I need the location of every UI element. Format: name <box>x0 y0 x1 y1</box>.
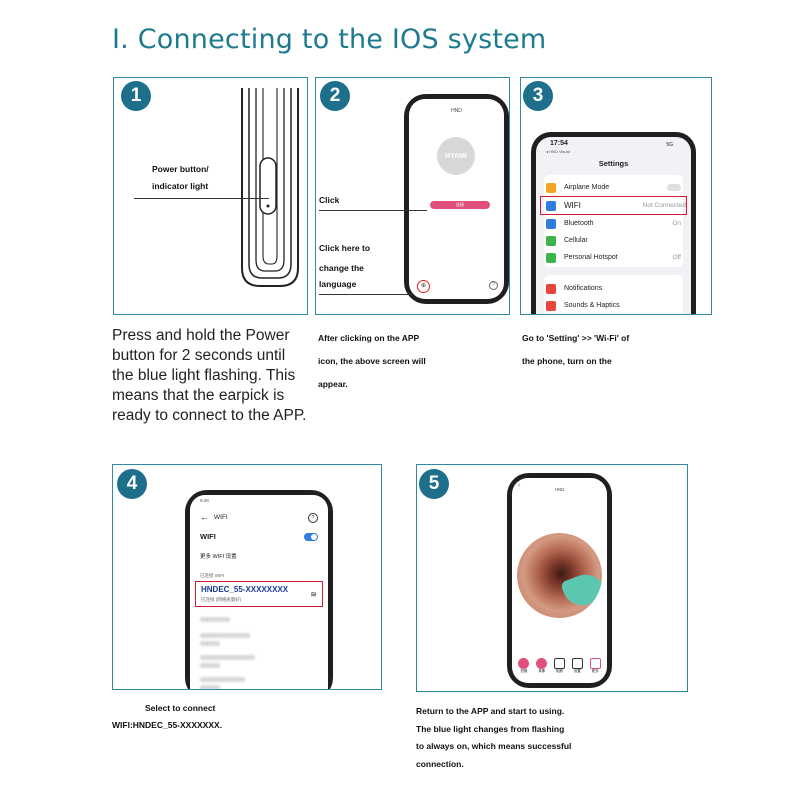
wifi-label: WIFI <box>200 532 216 541</box>
blurred-row <box>200 685 220 689</box>
connect-button[interactable]: 连接 <box>430 201 490 209</box>
back-link[interactable]: ◂ HND Visual <box>546 149 570 154</box>
power-button-label: Power button/ <box>152 164 209 174</box>
app-screen: HND HYAMI 连接 ⊕ ? <box>409 99 504 299</box>
wifi-icon <box>546 200 556 211</box>
help-icon[interactable]: ? <box>489 281 498 290</box>
network-status: 已连接 (网络质量好) <box>201 597 242 602</box>
airplane-icon <box>546 182 556 193</box>
app-name: HND <box>451 108 462 114</box>
step-4-description: Select to connect WIFI:HNDEC_55-XXXXXXX. <box>112 703 223 730</box>
settings-row[interactable]: Sounds & Haptics <box>546 297 681 314</box>
phone-mockup: 9:48 ← WIFI ? WIFI 更多 WIFI 设置 已连接 WIFI H… <box>185 490 333 689</box>
settings-title: Settings <box>598 159 629 168</box>
cellular-icon <box>546 235 556 246</box>
step-1-panel: 1 Power button/ indicator light <box>113 77 308 315</box>
more-wifi-link[interactable]: 更多 WIFI 设置 <box>200 554 237 560</box>
settings-button[interactable]: 设置 <box>571 658 583 674</box>
camera-button[interactable]: 拍照 <box>518 658 530 674</box>
blurred-row <box>200 617 230 622</box>
settings-row[interactable]: Airplane Mode <box>546 179 681 196</box>
earpick-device-illustration <box>241 88 299 287</box>
step-5-panel: 5 ‹ HND 拍照 录像 相册 设置 更多 <box>416 464 688 692</box>
sounds-icon <box>546 300 556 311</box>
blurred-row <box>200 655 255 660</box>
wifi-signal-icon: ≋ <box>310 590 317 599</box>
blurred-row <box>200 677 245 682</box>
hotspot-icon <box>546 252 556 263</box>
settings-group-2 <box>544 275 683 314</box>
settings-row-wifi[interactable]: WIFI Not Connected <box>540 196 687 215</box>
phone-mockup: 17:54 5G ◂ HND Visual Settings Airplane … <box>531 132 696 314</box>
toolbar: 拍照 录像 相册 设置 更多 <box>515 658 604 678</box>
wifi-screen: 9:48 ← WIFI ? WIFI 更多 WIFI 设置 已连接 WIFI H… <box>190 495 328 689</box>
network-row[interactable]: HNDEC_55-XXXXXXXX 已连接 (网络质量好) ≋ <box>195 581 323 607</box>
connected-section-label: 已连接 WIFI <box>200 573 225 578</box>
step-2-panel: 2 HND HYAMI 连接 ⊕ ? Click Click here to c… <box>315 77 510 315</box>
settings-group-1 <box>544 175 683 267</box>
record-button[interactable]: 录像 <box>536 658 548 674</box>
change-the-label: change the <box>319 263 364 273</box>
help-icon[interactable]: ? <box>308 513 318 523</box>
step-2-description: After clicking on the APP icon, the abov… <box>318 333 426 389</box>
ear-camera-view <box>517 533 602 618</box>
settings-screen: 17:54 5G ◂ HND Visual Settings Airplane … <box>536 137 691 314</box>
wifi-header: WIFI <box>214 514 228 521</box>
settings-row[interactable]: Notifications <box>546 280 681 297</box>
pointer-line <box>319 294 414 295</box>
more-button[interactable]: 更多 <box>589 658 601 674</box>
step-badge: 4 <box>117 469 147 499</box>
bluetooth-icon <box>546 218 556 229</box>
album-button[interactable]: 相册 <box>553 658 565 674</box>
page-title: Ⅰ. Connecting to the IOS system <box>112 24 547 55</box>
status-signal: 5G <box>666 142 673 148</box>
blurred-row <box>200 663 220 668</box>
settings-row[interactable]: Personal Hotspot Off <box>546 249 681 266</box>
globe-icon[interactable]: ⊕ <box>417 280 430 293</box>
pointer-line <box>319 210 427 211</box>
notifications-icon <box>546 283 556 294</box>
click-here-label: Click here to <box>319 243 371 253</box>
step-badge: 1 <box>121 81 151 111</box>
toggle-switch[interactable] <box>667 184 681 191</box>
language-label: language <box>319 279 357 289</box>
step-badge: 2 <box>320 81 350 111</box>
settings-row[interactable]: Cellular <box>546 232 681 249</box>
click-label: Click <box>319 195 340 205</box>
back-arrow-icon[interactable]: ← <box>200 512 209 522</box>
blurred-row <box>200 633 250 638</box>
camera-screen: ‹ HND 拍照 录像 相册 设置 更多 <box>512 478 607 683</box>
step-3-panel: 3 17:54 5G ◂ HND Visual Settings Airplan… <box>520 77 712 315</box>
step-3-description: Go to 'Setting' >> 'Wi-Fi' of the phone,… <box>522 333 630 366</box>
indicator-light-label: indicator light <box>152 181 209 191</box>
app-logo: HYAMI <box>437 137 475 175</box>
back-arrow-icon[interactable]: ‹ <box>518 483 520 489</box>
step-badge: 3 <box>523 81 553 111</box>
blurred-row <box>200 641 220 646</box>
network-name: HNDEC_55-XXXXXXXX <box>201 585 289 594</box>
phone-mockup: HND HYAMI 连接 ⊕ ? <box>404 94 509 304</box>
step-5-description: Return to the APP and start to using. Th… <box>416 706 572 769</box>
step-1-description: Press and hold the Power button for 2 se… <box>112 327 307 424</box>
status-time: 9:48 <box>200 498 209 503</box>
settings-row[interactable]: Bluetooth On <box>546 215 681 232</box>
app-name: HND <box>554 487 565 492</box>
status-time: 17:54 <box>550 140 568 147</box>
step-4-panel: 4 9:48 ← WIFI ? WIFI 更多 WIFI 设置 已连接 WIFI… <box>112 464 382 690</box>
step-badge: 5 <box>419 469 449 499</box>
wifi-toggle[interactable] <box>304 533 318 541</box>
pointer-line <box>134 198 269 199</box>
phone-mockup: ‹ HND 拍照 录像 相册 设置 更多 <box>507 473 612 688</box>
